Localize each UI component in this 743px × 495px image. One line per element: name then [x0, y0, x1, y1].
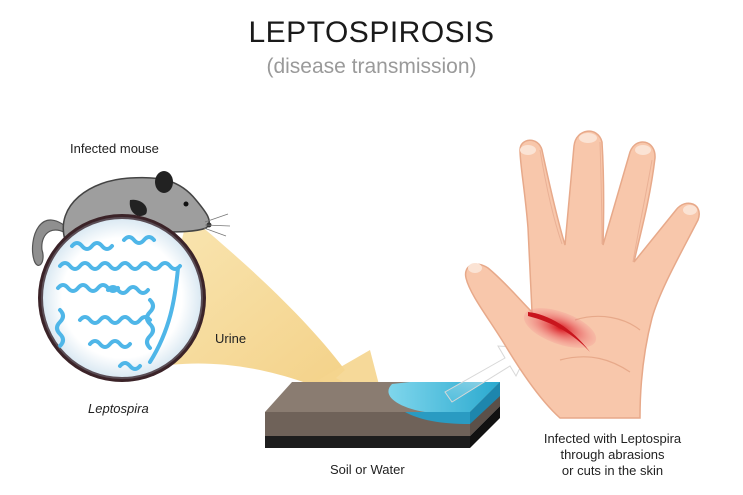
palm	[464, 130, 700, 419]
infection-label-line: through abrasions	[560, 447, 665, 462]
leptospira-label: Leptospira	[88, 401, 149, 416]
bacterium	[106, 285, 150, 295]
bacterium	[78, 315, 152, 325]
infected-mouse-label: Infected mouse	[70, 141, 159, 156]
leptospira-magnifier	[38, 214, 206, 382]
hand	[464, 130, 700, 419]
bacterium	[148, 266, 180, 364]
bacterium	[118, 361, 142, 371]
soil-water-label: Soil or Water	[330, 462, 405, 477]
mouse-tail	[31, 219, 73, 266]
bacterium	[88, 339, 132, 349]
bacterium	[70, 241, 114, 251]
diagram-subtitle: (disease transmission)	[266, 55, 477, 78]
infection-label-line: Infected with Leptospira	[543, 431, 682, 446]
bacterium	[55, 308, 65, 348]
infection-label-line: or cuts in the skin	[561, 463, 664, 478]
urine-stream	[150, 215, 380, 402]
bacterium	[145, 298, 155, 350]
urine-label: Urine	[215, 331, 247, 346]
water-front	[405, 412, 470, 424]
diagram-title: LEPTOSPIROSIS	[248, 16, 495, 49]
bacterium	[58, 261, 182, 271]
wound-cut	[528, 312, 590, 352]
bacterium	[122, 235, 156, 245]
infection-label: Infected with Leptospira through abrasio…	[505, 431, 720, 479]
